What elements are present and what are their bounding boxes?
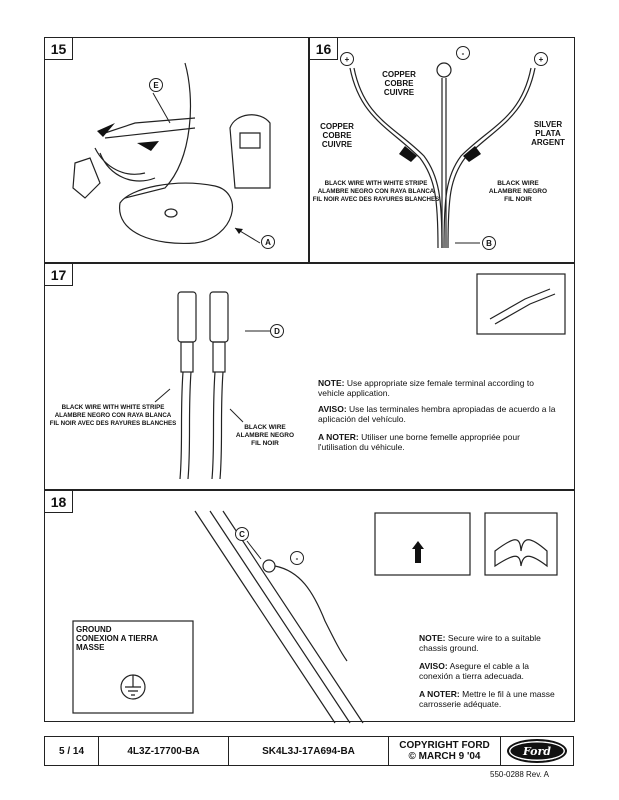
- step-17-number: 17: [45, 264, 73, 286]
- step-15-panel: 15 E A: [44, 37, 309, 263]
- polarity-minus: -: [290, 551, 304, 565]
- note-en: NOTE: Use appropriate size female termin…: [318, 378, 534, 398]
- note-en: NOTE: Secure wire to a suitable chassis …: [419, 633, 541, 653]
- mirror-illustration: [72, 62, 271, 245]
- ford-logo: Ford: [501, 737, 573, 765]
- note-es: AVISO: Asegure el cable a la conexión a …: [419, 661, 529, 681]
- page-number: 5 / 14: [45, 737, 99, 765]
- polarity-minus: -: [456, 46, 470, 60]
- step-18-number: 18: [45, 491, 73, 513]
- footer-bar: 5 / 14 4L3Z-17700-BA SK4L3J-17A694-BA CO…: [44, 736, 574, 766]
- callout-a: A: [261, 235, 275, 249]
- terminal-crimp-illustration: [154, 273, 566, 480]
- revision-label: 550-0288 Rev. A: [490, 770, 550, 779]
- callout-b: B: [482, 236, 496, 250]
- part-number-1: 4L3Z-17700-BA: [99, 737, 229, 765]
- note-es: AVISO: Use las terminales hembra apropia…: [318, 404, 556, 424]
- ford-logo-oval: Ford: [507, 739, 567, 763]
- note-fr: A NOTER: Mettre le fil à une masse carro…: [419, 689, 555, 709]
- callout-e: E: [149, 78, 163, 92]
- ground-illustration: [72, 510, 558, 724]
- polarity-plus-right: +: [534, 52, 548, 66]
- wire-split-illustration: [349, 62, 536, 249]
- copyright: COPYRIGHT FORD© MARCH 9 '04: [389, 737, 501, 765]
- polarity-plus-left: +: [340, 52, 354, 66]
- note-fr: A NOTER: Utiliser une borne femelle appr…: [318, 432, 520, 452]
- part-number-2: SK4L3J-17A694-BA: [229, 737, 389, 765]
- step-16-number: 16: [310, 38, 338, 60]
- callout-d: D: [270, 324, 284, 338]
- ground-icon: [117, 669, 149, 701]
- step-15-number: 15: [45, 38, 73, 60]
- callout-c: C: [235, 527, 249, 541]
